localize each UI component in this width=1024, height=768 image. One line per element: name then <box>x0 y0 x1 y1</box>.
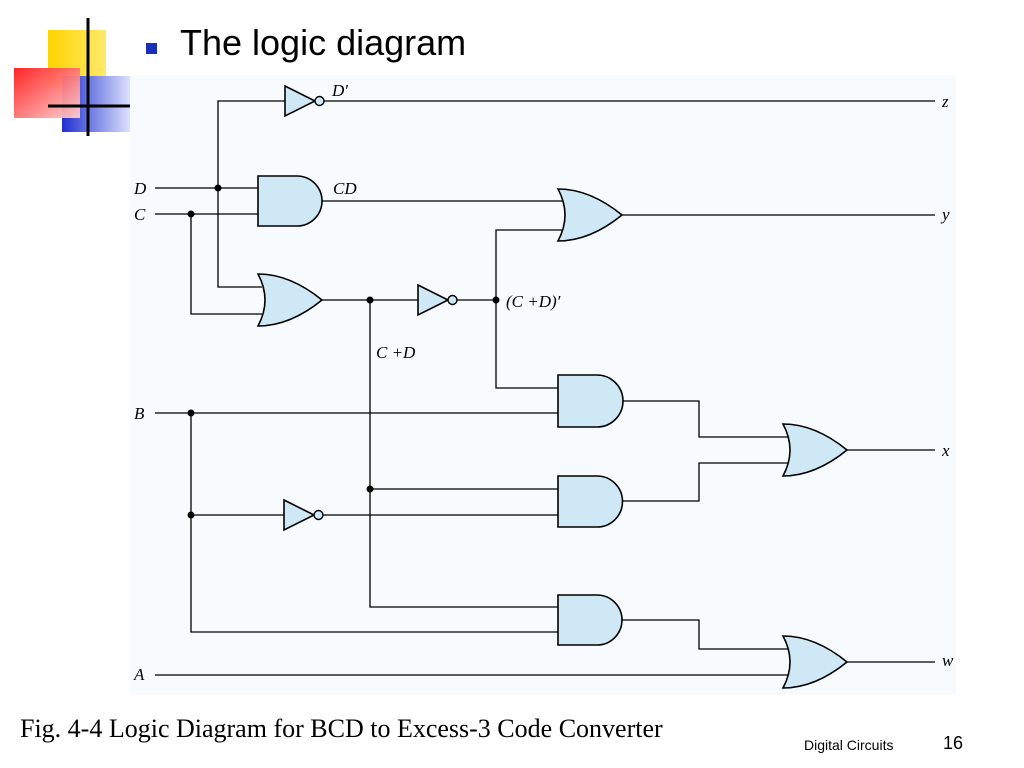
input-label-d: D <box>133 179 147 198</box>
output-label-z: z <box>941 92 949 111</box>
signal-label-c-or-d: C +D <box>376 343 416 362</box>
output-label-y: y <box>940 205 950 224</box>
or-gate-y <box>556 188 624 242</box>
or-gate-x <box>781 423 849 477</box>
not-gate-d <box>284 84 325 118</box>
output-label-w: w <box>942 651 954 670</box>
colored-squares-decoration-icon <box>14 18 134 136</box>
signal-label-c-or-d-not: (C +D)′ <box>506 292 561 311</box>
or-gate-w <box>781 635 849 689</box>
and-gate-x-term-2 <box>557 475 624 528</box>
output-label-x: x <box>941 441 950 460</box>
footer-label: Digital Circuits <box>804 737 894 753</box>
input-label-c: C <box>134 205 146 224</box>
or-gate-c-or-d <box>256 273 324 327</box>
logic-diagram: D C B A z y x w D′ CD C +D (C +D)′ <box>130 75 956 695</box>
input-label-b: B <box>134 404 145 423</box>
not-gate-b <box>283 498 324 532</box>
figure-caption: Fig. 4-4 Logic Diagram for BCD to Excess… <box>20 714 663 743</box>
square-bullet-icon <box>146 43 157 54</box>
signal-label-d-not: D′ <box>331 81 348 100</box>
and-gate-w-term <box>557 594 623 646</box>
and-gate-x-term-1 <box>557 374 624 428</box>
input-label-a: A <box>133 665 145 684</box>
page-number: 16 <box>943 733 964 753</box>
not-gate-c-or-d <box>417 283 458 317</box>
signal-label-cd: CD <box>333 179 357 198</box>
and-gate-cd <box>257 175 323 227</box>
wires <box>155 100 935 676</box>
slide-title: The logic diagram <box>180 22 467 63</box>
junction-dots <box>187 184 500 519</box>
